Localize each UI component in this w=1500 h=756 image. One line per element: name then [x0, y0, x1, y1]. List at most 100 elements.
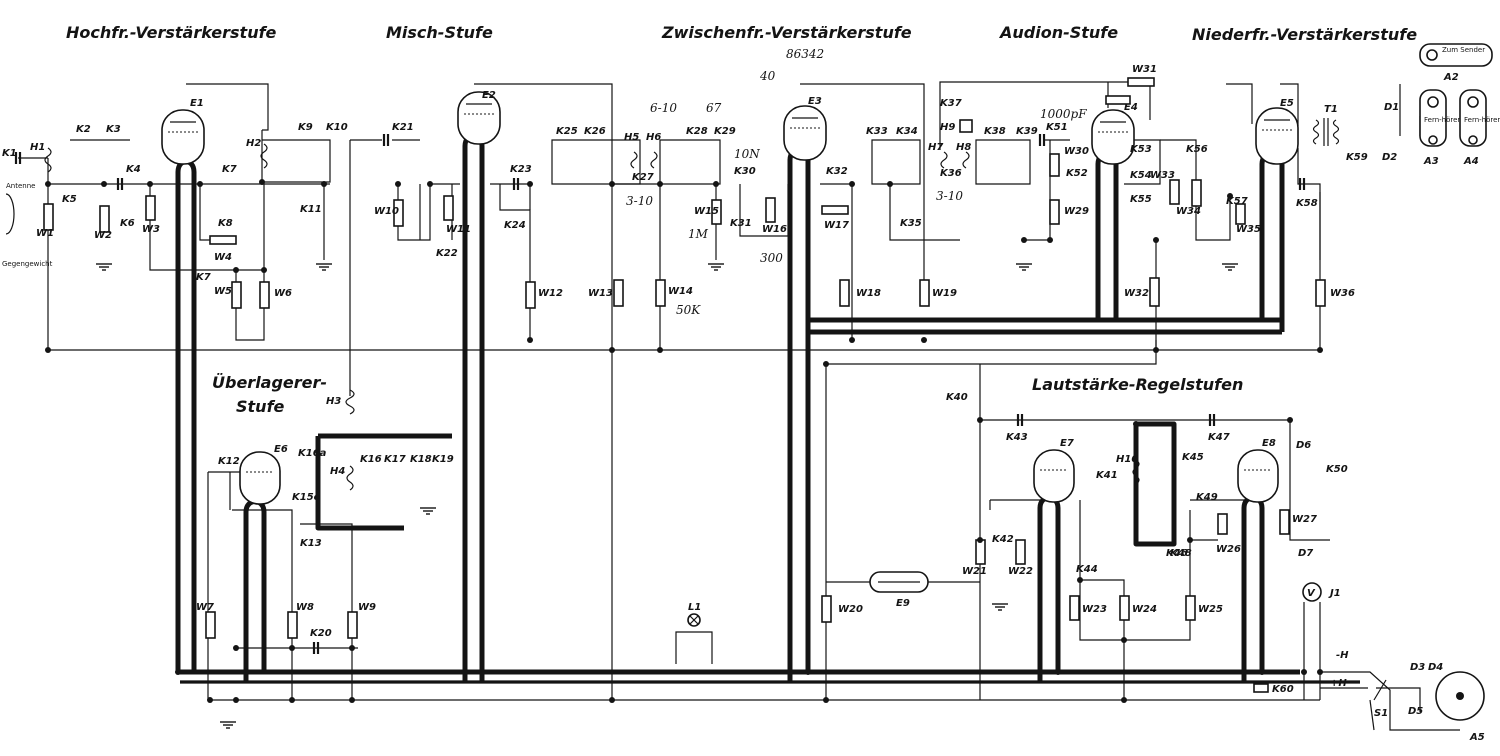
junction-dot: [977, 537, 983, 543]
socket-label-a5: A5: [1469, 732, 1485, 743]
socket-a2-text: Zum Sender: [1442, 46, 1485, 54]
voltmeter: V J1: [1302, 582, 1341, 602]
cap-label-k17: K17: [384, 454, 406, 465]
plugs: D1 D2 D3 D4 D5 D6 D7: [1296, 102, 1443, 717]
cap-label-k58: K58: [1296, 198, 1318, 209]
junction-dot: [289, 645, 295, 651]
resistor-label-w4: W4: [214, 252, 232, 263]
cap-label-k13: K13: [300, 538, 322, 549]
cap-label-k48: K48: [1170, 548, 1192, 559]
ground-symbol: [1222, 263, 1238, 271]
coil-label-h4: H4: [330, 466, 345, 477]
stage-title-hf: Hochfr.-Verstärkerstufe: [66, 23, 277, 42]
junction-dot: [657, 181, 663, 187]
ground-symbol: [992, 603, 1008, 611]
cap-label-k46: K46: [1166, 548, 1188, 559]
cap-label-k53: K53: [1130, 144, 1152, 155]
junction-dot: [1021, 237, 1027, 243]
resistor-label-w35: W35: [1236, 224, 1261, 235]
cap-label-k27: K27: [632, 172, 654, 183]
socket-label-a3: A3: [1423, 156, 1439, 167]
resistor-label-w31: W31: [1132, 64, 1157, 75]
junction-dot: [1153, 237, 1159, 243]
cap-label-k57: K57: [1226, 196, 1248, 207]
resistor-w22: [1015, 539, 1026, 565]
resistor-label-w5: W5: [214, 286, 232, 297]
cap-label-k56: K56: [1186, 144, 1208, 155]
resistor-w31: [1127, 77, 1155, 87]
cap-label-k38: K38: [984, 126, 1006, 137]
coil-h6: H6: [646, 132, 661, 169]
socket-label-a2: A2: [1443, 72, 1459, 83]
resistor-w23: [1069, 595, 1080, 621]
lamp-label-l1: L1: [688, 602, 701, 613]
cap-label-k16: K16: [360, 454, 382, 465]
coil-h10: H10: [1116, 454, 1140, 485]
resistor-label-w8: W8: [296, 602, 314, 613]
cap-label-k28: K28: [686, 126, 708, 137]
junction-dot: [787, 669, 793, 675]
cap-label-k35: K35: [900, 218, 922, 229]
stage-title-mix: Misch-Stufe: [386, 23, 493, 42]
resistor-label-w13: W13: [588, 288, 613, 299]
junction-dot: [823, 697, 829, 703]
heater-line-e1: [175, 159, 1300, 675]
transformer-t1: T1: [1312, 104, 1340, 146]
cap-label-k49: K49: [1196, 492, 1218, 503]
cap-label-k36: K36: [940, 168, 962, 179]
resistor-w36: [1315, 279, 1326, 307]
cap-label-k39: K39: [1016, 126, 1038, 137]
cap-label-k34: K34: [896, 126, 918, 137]
junction-dot: [1287, 417, 1293, 423]
junction-dot: [349, 697, 355, 703]
cap-label-k24: K24: [504, 220, 526, 231]
stage-title-if: Zwischenfr.-Verstärkerstufe: [661, 23, 912, 42]
junction-dot: [1121, 697, 1127, 703]
junction-dot: [527, 337, 533, 343]
tube-label-e3: E3: [808, 96, 822, 107]
cap-label-k41: K41: [1096, 470, 1118, 481]
junction-dot: [207, 697, 213, 703]
coil-h2: H2: [246, 138, 268, 169]
coil-label-h9: H9: [940, 122, 955, 133]
socket-a4-text: Fern-hörer: [1464, 116, 1500, 124]
junction-dot: [1121, 637, 1127, 643]
tube-label-e9: E9: [896, 598, 910, 609]
resistor-label-w3: W3: [142, 224, 160, 235]
resistor-label-w34: W34: [1176, 206, 1201, 217]
resistor-w6: [259, 281, 270, 309]
coil-h1: H1: [30, 142, 52, 173]
tube-e5: E5: [1255, 98, 1299, 165]
tube-e4: E4: [1091, 102, 1138, 165]
cap-label-k18: K18: [410, 454, 432, 465]
resistor-label-w2: W2: [94, 230, 112, 241]
resistor-w10: [393, 199, 404, 227]
coil-label-h7: H7: [928, 142, 943, 153]
junction-dot: [1077, 577, 1083, 583]
plug-label-d5: D5: [1408, 706, 1423, 717]
resistor-w25: [1185, 595, 1196, 621]
counterpoise-label: Gegengewicht: [2, 260, 53, 268]
antenna-label: Antenne: [6, 182, 35, 190]
ground-symbol: [1016, 263, 1032, 271]
junction-dot: [1153, 347, 1159, 353]
heater-line-e5: [1259, 151, 1285, 332]
resistor-label-w27: W27: [1292, 514, 1317, 525]
junction-dot: [45, 347, 51, 353]
resistor-label-w15: W15: [694, 206, 719, 217]
junction-dot: [427, 181, 433, 187]
lamp-l1: L1: [687, 602, 701, 627]
resistor-w15: [711, 199, 722, 225]
coil-label-h10: H10: [1116, 454, 1138, 465]
note-1m: 1M: [688, 227, 709, 241]
resistor-label-w17: W17: [824, 220, 849, 231]
resistor-w26: [1217, 513, 1228, 535]
resistor-w1: [43, 203, 54, 231]
junction-dot: [261, 267, 267, 273]
resistor-label-w7: W7: [196, 602, 214, 613]
cap-label-k42: K42: [992, 534, 1014, 545]
resistor-w9: [347, 611, 358, 639]
cap-label-k43: K43: [1006, 432, 1028, 443]
junction-dot: [849, 337, 855, 343]
junction-dot: [805, 669, 811, 675]
